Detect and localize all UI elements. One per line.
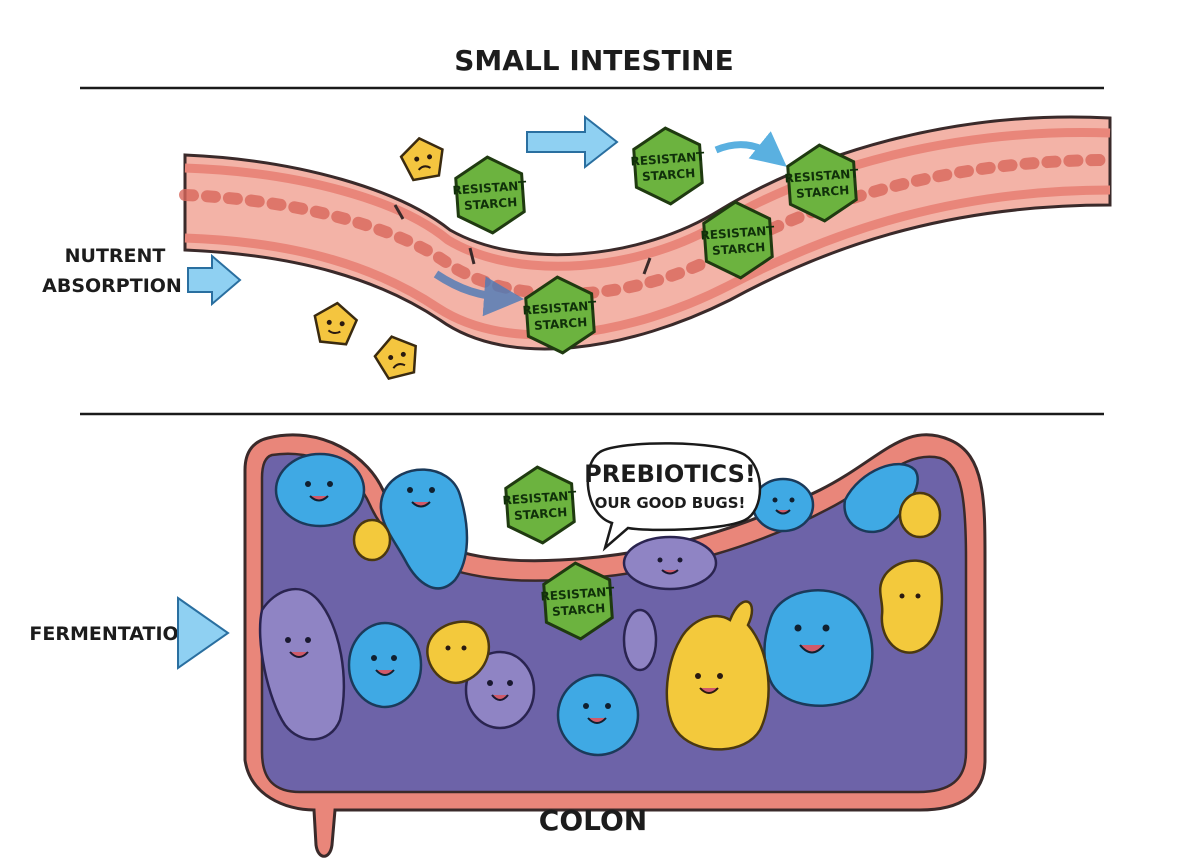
speech-bubble: PREBIOTICS! OUR GOOD BUGS!	[584, 442, 762, 552]
bacteria-blue	[379, 468, 469, 590]
bacteria-yellow	[878, 559, 944, 654]
glucose-molecule-icon	[310, 299, 360, 347]
bacteria-blue	[751, 477, 815, 533]
svg-text:RESISTANT: RESISTANT	[630, 149, 706, 168]
svg-text:STARCH: STARCH	[552, 601, 606, 619]
fermentation-label: FERMENTATION	[29, 623, 194, 645]
nutrient-label-line2: ABSORPTION	[42, 275, 182, 297]
resistant-starch-hexagon: RESISTANT STARCH	[540, 559, 616, 643]
small-intestine-tube	[179, 115, 1116, 351]
resistant-starch-hexagon: RESISTANT STARCH	[700, 198, 776, 282]
svg-text:STARCH: STARCH	[642, 166, 696, 184]
resistant-starch-hexagon: RESISTANT STARCH	[784, 141, 860, 225]
flow-arrow-top	[526, 114, 619, 170]
svg-text:STARCH: STARCH	[464, 195, 518, 213]
bacteria-blue	[347, 621, 423, 709]
fermentation-arrow-icon	[177, 596, 230, 670]
svg-text:RESISTANT: RESISTANT	[700, 223, 776, 242]
svg-text:RESISTANT: RESISTANT	[522, 298, 598, 317]
small-intestine-title: SMALL INTESTINE	[454, 44, 733, 77]
resistant-starch-hexagon: RESISTANT STARCH	[522, 273, 598, 357]
speech-bubble-line1: PREBIOTICS!	[584, 460, 756, 488]
svg-text:STARCH: STARCH	[796, 183, 850, 201]
curved-arrow-dark-icon	[433, 270, 524, 317]
resistant-starch-hexagon: RESISTANT STARCH	[502, 463, 578, 547]
bacteria-purple	[622, 535, 718, 591]
resistant-starch-hexagon: RESISTANT STARCH	[452, 153, 528, 237]
bacteria-purple	[258, 588, 346, 741]
colon-title: COLON	[539, 804, 647, 837]
svg-text:RESISTANT: RESISTANT	[784, 166, 860, 185]
svg-text:STARCH: STARCH	[514, 505, 568, 523]
nutrient-arrow-icon	[187, 253, 242, 307]
nutrient-label-line1: NUTRENT	[65, 245, 166, 267]
bacteria-purple	[464, 650, 536, 730]
bacteria-blue	[274, 452, 366, 528]
speech-bubble-line2: OUR GOOD BUGS!	[595, 494, 746, 512]
bacteria-yellow	[352, 518, 392, 562]
svg-text:STARCH: STARCH	[712, 240, 766, 258]
bacteria-blue	[556, 673, 640, 757]
curved-arrow-icon	[714, 131, 787, 167]
glucose-molecule-icon	[397, 133, 449, 183]
svg-text:RESISTANT: RESISTANT	[502, 488, 578, 507]
glucose-molecule-icon	[370, 330, 423, 382]
svg-text:RESISTANT: RESISTANT	[452, 178, 528, 197]
bacteria-yellow	[426, 620, 491, 685]
svg-text:RESISTANT: RESISTANT	[540, 584, 616, 603]
bacteria-yellow	[898, 491, 942, 539]
resistant-starch-hexagon: RESISTANT STARCH	[630, 124, 706, 208]
svg-text:STARCH: STARCH	[534, 315, 588, 333]
bacteria-blue	[763, 589, 874, 707]
bacteria-purple	[622, 608, 658, 672]
bacteria-yellow	[665, 600, 770, 751]
